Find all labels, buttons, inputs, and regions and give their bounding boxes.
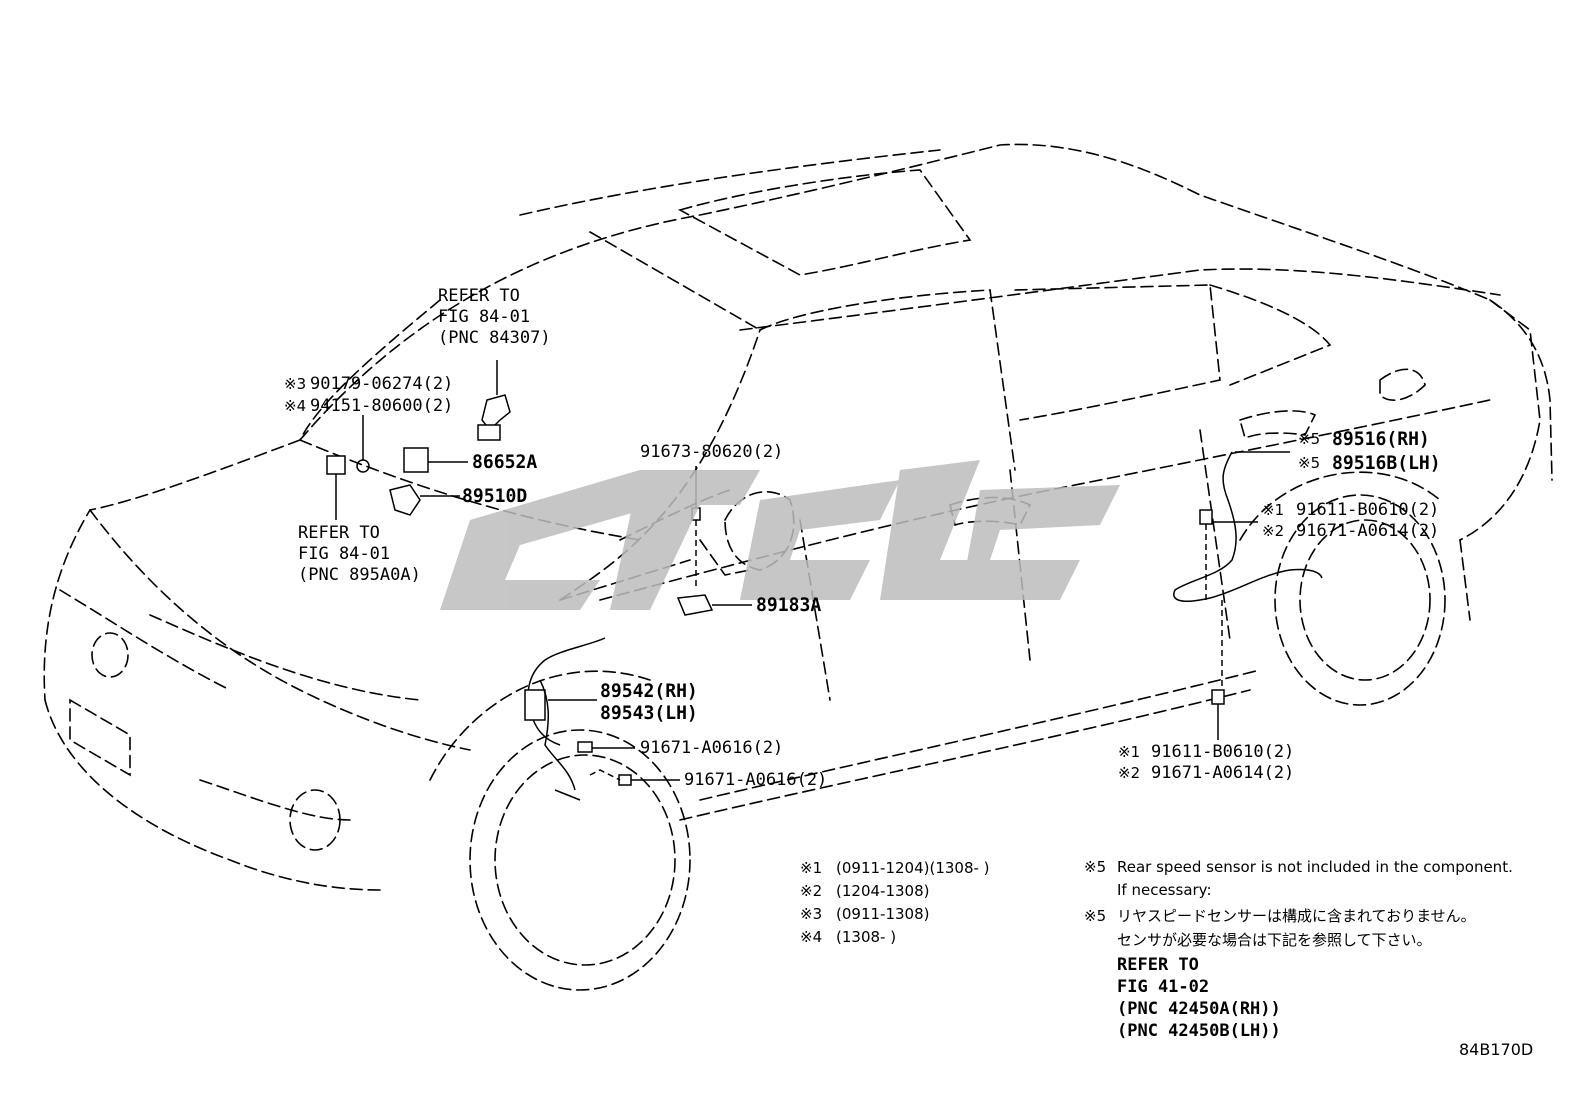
refer-left-line-1: REFER TO xyxy=(298,523,380,543)
refer-left-line-2: FIG 84-01 xyxy=(298,544,391,564)
part-91673-label: 91673-80620(2) xyxy=(640,442,784,462)
part-89543-label: 89543(LH) xyxy=(600,702,698,724)
note5-ref-line-1: REFER TO xyxy=(1117,955,1199,975)
mark-3-label: ※3 xyxy=(284,375,307,393)
mark-1-bottom-label: ※1 xyxy=(1118,743,1141,761)
legend-text-1: (0911-1204)(1308- ) xyxy=(836,859,990,877)
mark-2-top-label: ※2 xyxy=(1262,522,1285,540)
part-89510D-label: 89510D xyxy=(462,485,528,507)
part-89183A-label: 89183A xyxy=(756,594,822,616)
part-89542-label: 89542(RH) xyxy=(600,680,698,702)
legend-mark-2: ※2 xyxy=(800,882,823,900)
legend-mark-4: ※4 xyxy=(800,928,823,946)
note5-en-line-2: If necessary: xyxy=(1117,881,1212,899)
mark-1-top-label: ※1 xyxy=(1262,501,1285,519)
part-94151-label: 94151-80600(2) xyxy=(310,396,454,416)
part-91671-a-label: 91671-A0616(2) xyxy=(640,738,784,758)
note5-ref-line-2: FIG 41-02 xyxy=(1117,977,1210,997)
mark-4-label: ※4 xyxy=(284,397,307,415)
note5-ref-line-3: (PNC 42450A(RH)) xyxy=(1117,999,1281,1019)
legend-text-2: (1204-1308) xyxy=(836,882,930,900)
note5-jp-line-2: センサが必要な場合は下記を参照して下さい。 xyxy=(1117,931,1432,949)
note5-jp-mark: ※5 xyxy=(1084,907,1107,925)
legend-mark-3: ※3 xyxy=(800,905,823,923)
note5-jp-line-1: リヤスピードセンサーは構成に含まれておりません。 xyxy=(1117,907,1476,925)
refer-top-line-3: (PNC 84307) xyxy=(438,328,551,348)
part-91671-top-label: 91671-A0614(2) xyxy=(1296,521,1440,541)
mark-5b-label: ※5 xyxy=(1298,454,1321,472)
refer-left-line-3: (PNC 895A0A) xyxy=(298,565,421,585)
legend-text-4: (1308- ) xyxy=(836,928,897,946)
note5-en-mark: ※5 xyxy=(1084,858,1107,876)
part-90179-label: 90179-06274(2) xyxy=(310,374,454,394)
diagram-id: 84B170D xyxy=(1459,1040,1534,1059)
refer-top-line-2: FIG 84-01 xyxy=(438,307,531,327)
mark-5a-label: ※5 xyxy=(1298,430,1321,448)
part-91611-bottom-label: 91611-B0610(2) xyxy=(1151,742,1295,762)
note5-ref-line-4: (PNC 42450B(LH)) xyxy=(1117,1021,1281,1041)
part-86652A-label: 86652A xyxy=(472,451,538,473)
legend-text-3: (0911-1308) xyxy=(836,905,930,923)
mark-2-bottom-label: ※2 xyxy=(1118,764,1141,782)
part-91671-bottom-label: 91671-A0614(2) xyxy=(1151,763,1295,783)
part-89516-label: 89516(RH) xyxy=(1332,428,1430,450)
part-91671-b-label: 91671-A0616(2) xyxy=(684,770,828,790)
note5-en-line-1: Rear speed sensor is not included in the… xyxy=(1117,858,1513,876)
part-89516B-label: 89516B(LH) xyxy=(1332,452,1441,474)
watermark xyxy=(440,460,1120,610)
refer-top-line-1: REFER TO xyxy=(438,286,520,306)
part-91611-top-label: 91611-B0610(2) xyxy=(1296,500,1440,520)
legend-mark-1: ※1 xyxy=(800,859,823,877)
